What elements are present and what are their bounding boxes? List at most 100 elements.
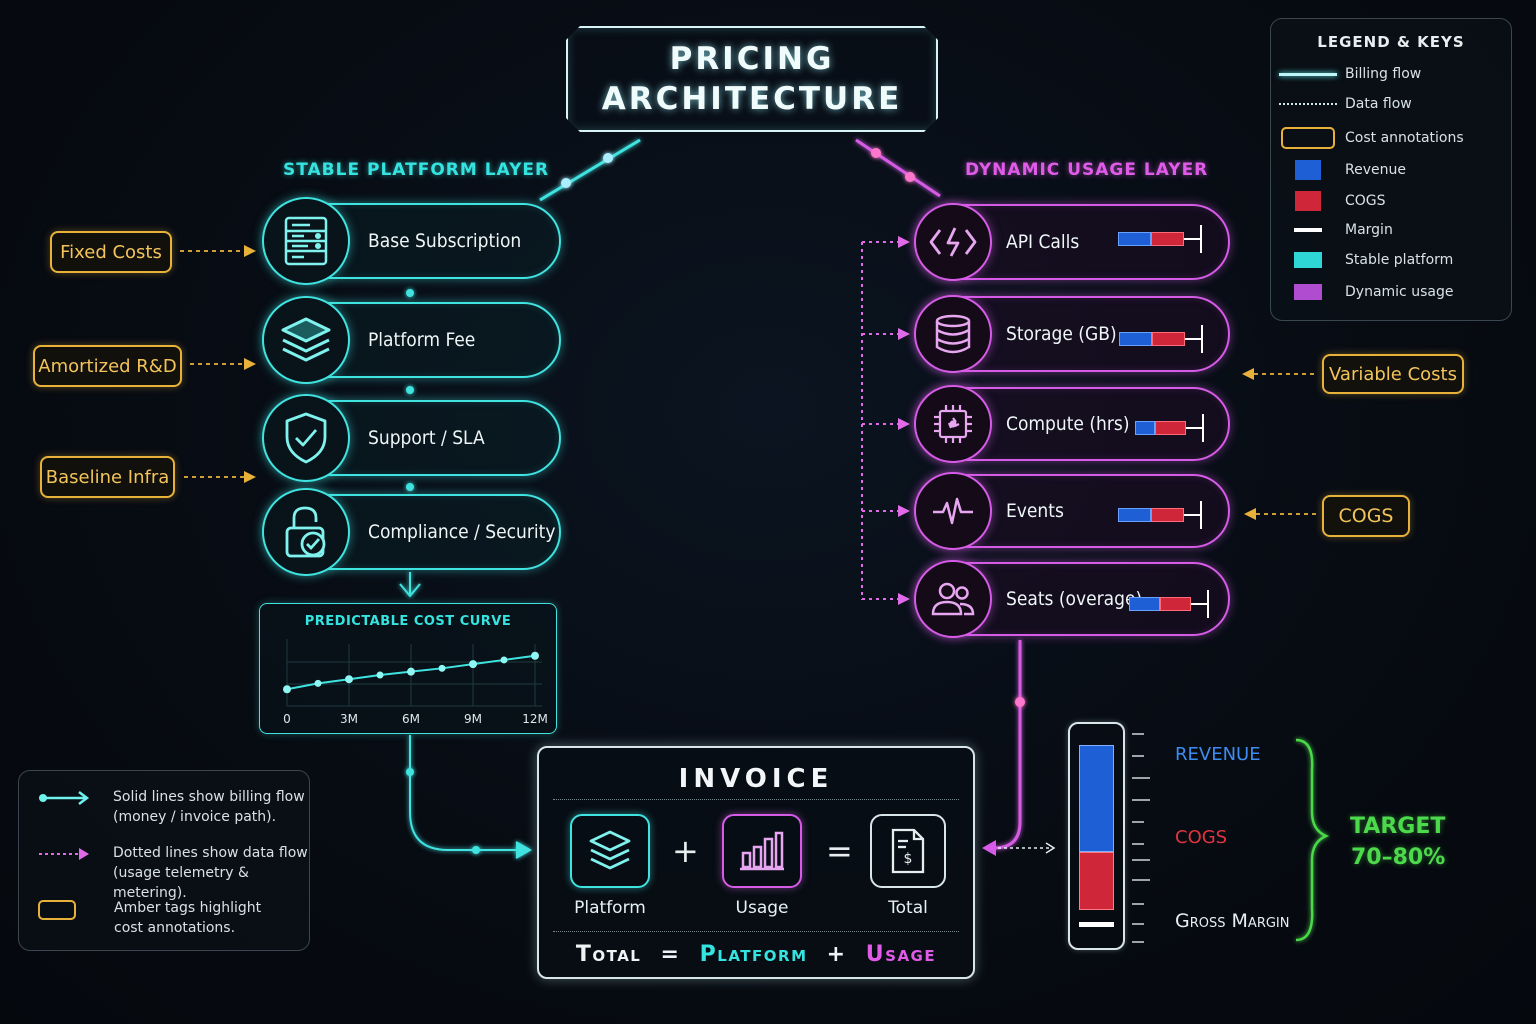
revenue-segment: [1129, 597, 1160, 611]
cost-curve-point: [469, 660, 477, 669]
title-line-2: ARCHITECTURE: [601, 81, 903, 117]
revenue-segment: [1135, 421, 1155, 435]
page-title: PRICING ARCHITECTURE: [566, 26, 938, 132]
stable-item-label: Platform Fee: [368, 329, 476, 351]
notes-panel: Solid lines show billing flow(money / in…: [18, 770, 310, 951]
cpu-icon: [914, 385, 992, 463]
stable-item-support-sla[interactable]: Support / SLA: [262, 394, 561, 482]
invoice-title: INVOICE: [678, 764, 834, 794]
invoice-divider: [553, 799, 959, 800]
cost-curve-point: [376, 671, 384, 679]
cost-curve-tick-label: 12M: [522, 712, 548, 726]
users-icon: [914, 560, 992, 638]
dynamic-swatch: [1294, 284, 1322, 300]
dynamic-item-api-calls[interactable]: API Calls: [914, 203, 1230, 281]
margin-marker: [1184, 225, 1202, 253]
margin-stack-bar: [1068, 722, 1125, 950]
dynamic-item-events[interactable]: Events: [914, 472, 1230, 550]
dynamic-item-storage[interactable]: Storage (GB): [914, 295, 1230, 373]
legend-item-margin: Margin: [1271, 222, 1393, 238]
cogs-segment: [1152, 332, 1185, 346]
dynamic-item-compute[interactable]: Compute (hrs): [914, 385, 1230, 463]
cogs-segment: [1151, 508, 1184, 522]
legend-panel: LEGEND & KEYS Billing flow Data flow Cos…: [1270, 18, 1512, 321]
dynamic-item-label: API Calls: [1006, 231, 1080, 253]
invoice-total-label: Total: [888, 898, 928, 918]
lock-check-icon: [262, 488, 350, 576]
cost-curve-point: [345, 675, 353, 684]
margin-bar-cogs: [1079, 852, 1114, 910]
invoice-usage-icon: [722, 814, 802, 888]
cost-curve-point: [438, 664, 446, 672]
target-value: 70–80%: [1351, 845, 1446, 870]
revenue-swatch: [1295, 160, 1321, 180]
margin-marker: [1191, 590, 1209, 618]
margin-swatch: [1294, 228, 1322, 232]
cogs-segment: [1151, 232, 1184, 246]
cost-tag-amortized-rnd: Amortized R&D: [33, 345, 182, 387]
dotted-arrow-icon: [39, 848, 89, 860]
dynamic-item-label: Storage (GB): [1006, 323, 1117, 345]
invoice-formula: Total = Platform + Usage: [575, 942, 937, 967]
cost-tag-variable-costs: Variable Costs: [1322, 354, 1464, 394]
stable-item-label: Base Subscription: [368, 230, 522, 252]
invoice-platform-icon: [570, 814, 650, 888]
svg-text:$: $: [904, 851, 913, 867]
cost-curve-point: [500, 656, 508, 664]
stable-item-base-subscription[interactable]: Base Subscription: [262, 197, 561, 285]
margin-cogs-label: COGS: [1175, 827, 1228, 848]
title-line-1: PRICING: [669, 41, 835, 77]
cogs-segment: [1160, 597, 1191, 611]
dotted-line-key: [1279, 103, 1337, 105]
solid-line-key: [1279, 72, 1337, 76]
invoice-total-icon: $: [870, 814, 946, 888]
legend-item-billing-flow: Billing flow: [1271, 66, 1421, 82]
cost-curve-tick-label: 6M: [402, 712, 420, 726]
legend-title: LEGEND & KEYS: [1317, 33, 1465, 51]
cost-curve-point: [407, 667, 415, 676]
cogs-segment: [1155, 421, 1186, 435]
cost-tag-baseline-infra: Baseline Infra: [40, 456, 175, 498]
margin-bar-revenue: [1079, 745, 1114, 852]
invoice-plus: +: [672, 832, 699, 870]
stable-item-compliance-security[interactable]: Compliance / Security: [262, 488, 561, 576]
cost-curve-point: [531, 651, 539, 660]
invoice-panel: INVOICE Platform + Usage = $ Total Total…: [537, 746, 975, 979]
invoice-platform-label: Platform: [574, 898, 646, 918]
events-mini-bar: [1118, 501, 1202, 529]
revenue-segment: [1118, 508, 1151, 522]
margin-bar-scale: [1132, 733, 1150, 943]
amber-box-key: [1281, 127, 1335, 149]
invoice-usage-label: Usage: [735, 898, 789, 918]
margin-marker: [1186, 414, 1204, 442]
legend-item-cost-annotations: Cost annotations: [1271, 127, 1464, 149]
amber-tag-icon: [38, 900, 76, 920]
target-label: TARGET: [1350, 814, 1446, 839]
invoice-divider-bottom: [553, 931, 959, 932]
invoice-equals: =: [826, 832, 853, 870]
margin-revenue-label: REVENUE: [1175, 744, 1261, 765]
seats-mini-bar: [1129, 590, 1209, 618]
dynamic-item-label: Compute (hrs): [1006, 413, 1130, 435]
legend-item-stable-platform: Stable platform: [1271, 252, 1453, 268]
dynamic-item-seats[interactable]: Seats (overage): [914, 560, 1230, 638]
server-icon: [262, 197, 350, 285]
cost-curve-title: PREDICTABLE COST CURVE: [304, 614, 512, 629]
legend-item-data-flow: Data flow: [1271, 96, 1412, 112]
dynamic-item-label: Events: [1006, 500, 1064, 522]
stable-item-platform-fee[interactable]: Platform Fee: [262, 296, 561, 384]
storage-mini-bar: [1119, 325, 1203, 353]
margin-marker: [1184, 501, 1202, 529]
legend-item-revenue: Revenue: [1271, 160, 1406, 180]
shield-check-icon: [262, 394, 350, 482]
compute-mini-bar: [1135, 414, 1204, 442]
legend-item-dynamic-usage: Dynamic usage: [1271, 284, 1453, 300]
code-bolt-icon: [914, 203, 992, 281]
layers-icon: [262, 296, 350, 384]
revenue-segment: [1118, 232, 1151, 246]
margin-gross-margin-label: Gross Margin: [1175, 910, 1290, 932]
cost-curve-tick-label: 0: [283, 712, 291, 726]
solid-arrow-icon: [39, 791, 90, 805]
dynamic-item-label: Seats (overage): [1006, 588, 1143, 610]
